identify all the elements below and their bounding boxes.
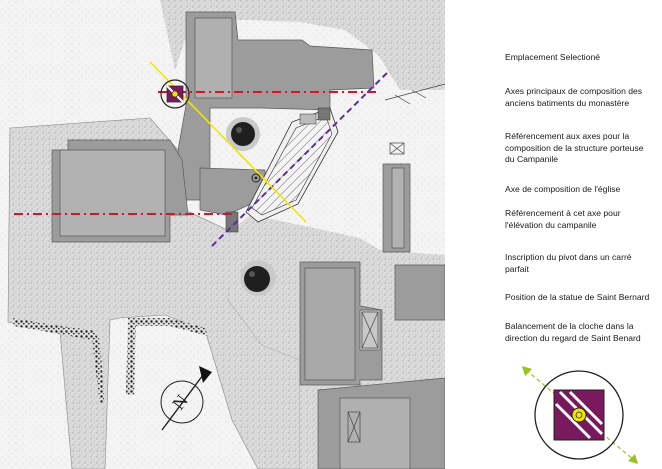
- trees: [226, 117, 276, 296]
- main-axes: [14, 91, 378, 215]
- church-axis: [211, 69, 391, 247]
- detail-circle: [534, 370, 624, 460]
- detail-square: [553, 389, 605, 441]
- legend-axis-reference-structure: Référencement aux axes pour la compositi…: [505, 131, 644, 164]
- site-plan: N: [0, 0, 445, 469]
- hedges: [12, 318, 208, 405]
- legend-elevation-reference: Référencement à cet axe pour l'élévation…: [505, 208, 621, 230]
- buildings: [51, 11, 445, 469]
- pivot-point: [251, 173, 261, 183]
- legend-bell-swing: Balancement de la cloche dans la directi…: [505, 321, 641, 343]
- bell-swing-detail: [522, 366, 638, 464]
- selected-site-marker: [160, 79, 190, 109]
- legend-main-axes: Axes principaux de composition des ancie…: [505, 86, 643, 108]
- belfry-lines: [384, 83, 445, 105]
- bell-swing-arrow-start: [522, 366, 532, 376]
- legend-church-axis: Axe de composition de l'église: [505, 184, 621, 194]
- legend-pivot-square: Inscription du pivot dans un carré parfa…: [505, 252, 632, 274]
- bell-swing-arrow-end: [628, 454, 638, 464]
- legend-statue-position: Position de la statue de Saint Bernard: [505, 292, 650, 302]
- crossed-boxes: [347, 142, 405, 443]
- legend-selected-site: Emplacement Selectioné: [505, 52, 601, 62]
